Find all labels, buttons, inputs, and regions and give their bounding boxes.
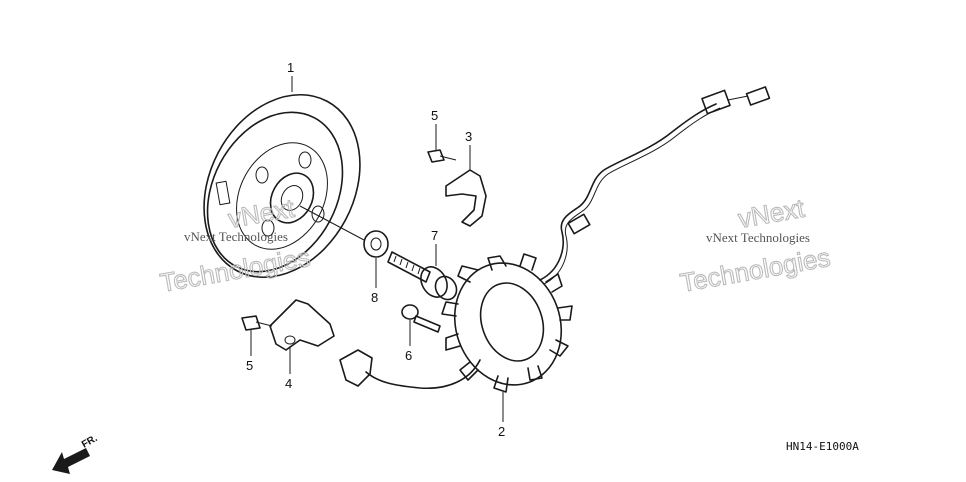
watermark-left-big-line1: vNext <box>226 193 297 234</box>
pickup-clamp-drawing <box>241 299 373 387</box>
callout-3: 3 <box>465 129 472 144</box>
stator-drawing <box>441 253 573 393</box>
washer-drawing <box>363 230 389 258</box>
watermark-right-small: vNext Technologies <box>706 230 810 245</box>
wiring-harness-drawing <box>539 86 771 285</box>
front-direction-label: FR. <box>80 433 100 451</box>
callout-7: 7 <box>431 228 438 243</box>
watermark-right-big-line1: vNext <box>736 193 807 234</box>
watermark-left-small: vNext Technologies <box>184 229 288 244</box>
pulser-lead-drawing <box>365 359 481 390</box>
callout-5-top: 5 <box>431 108 438 123</box>
callout-6: 6 <box>405 348 412 363</box>
cord-clamp-drawing <box>427 149 487 227</box>
flange-bolt-drawing <box>387 251 458 301</box>
watermark-right-big-line2: Technologies <box>678 242 833 298</box>
leader-line-flywheel-center <box>299 205 365 241</box>
callout-4: 4 <box>285 376 292 391</box>
callout-8: 8 <box>371 290 378 305</box>
watermark-left-big-line2: Technologies <box>158 242 313 298</box>
bolt-drawing <box>401 304 441 333</box>
front-arrow-icon <box>52 448 90 474</box>
diagram-code: HN14-E1000A <box>786 440 859 453</box>
flywheel-drawing <box>203 93 361 279</box>
callout-1: 1 <box>287 60 294 75</box>
callout-5-bottom: 5 <box>246 358 253 373</box>
callout-2: 2 <box>498 424 505 439</box>
